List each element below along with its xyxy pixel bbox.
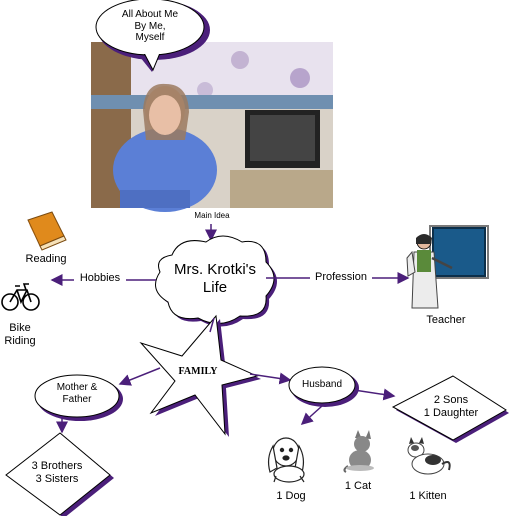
hobbies-connector-label: Hobbies xyxy=(79,272,121,284)
husband-node xyxy=(288,366,359,407)
main-idea-label: Main Idea xyxy=(194,211,230,220)
cat-label: 1 Cat xyxy=(344,480,372,492)
teacher-label: Teacher xyxy=(426,314,466,326)
kitten-icon xyxy=(407,437,451,475)
parents-node xyxy=(34,374,123,421)
kitten-label: 1 Kitten xyxy=(409,490,447,502)
siblings-node xyxy=(5,432,114,516)
bicycle-icon xyxy=(1,283,40,311)
husband-to-pets-arrow xyxy=(300,405,323,426)
profession-connector-label: Profession xyxy=(315,271,367,283)
hobbies-connector-bg xyxy=(74,271,126,287)
husband-label: Husband xyxy=(301,379,343,390)
children-node xyxy=(391,375,509,443)
center-topic-line: Life xyxy=(202,279,228,296)
family-star xyxy=(139,314,261,437)
dog-icon xyxy=(267,437,305,483)
profile-photo xyxy=(91,42,333,212)
bike-riding-line: Bike xyxy=(9,322,31,334)
family-label: FAMILY xyxy=(178,366,218,377)
speech-bubble-text: All About Me By Me, Myself xyxy=(122,9,178,44)
bike-riding-line: Riding xyxy=(4,334,36,347)
siblings-label: 3 Brothers 3 Sisters xyxy=(32,460,83,485)
center-cloud xyxy=(155,235,277,327)
profession-connector-bg xyxy=(310,269,372,285)
center-topic-line: Mrs. Krotki's xyxy=(173,261,257,278)
siblings-line: 3 Brothers xyxy=(31,460,83,472)
speech-bubble-line: All About Me xyxy=(121,9,179,20)
siblings-line: 3 Sisters xyxy=(35,472,79,485)
teacher-icon xyxy=(406,225,489,309)
speech-bubble xyxy=(95,0,210,72)
husband-to-children-arrow xyxy=(353,388,396,401)
children-label: 2 Sons 1 Daughter xyxy=(424,394,478,419)
cat-icon xyxy=(343,430,374,473)
cloud-to-family-line xyxy=(209,317,215,333)
center-topic: Mrs. Krotki's Life xyxy=(174,261,256,297)
parents-label: Mother & Father xyxy=(57,382,98,405)
speech-bubble-line: By Me, xyxy=(134,20,166,32)
dog-label: 1 Dog xyxy=(276,490,306,502)
parents-line: Mother & xyxy=(56,382,98,393)
parents-line: Father xyxy=(62,393,92,405)
children-line: 2 Sons xyxy=(433,394,469,406)
speech-bubble-line: Myself xyxy=(135,32,165,43)
bike-riding-label: Bike Riding xyxy=(4,322,35,347)
children-line: 1 Daughter xyxy=(423,406,479,419)
book-icon xyxy=(27,211,67,251)
family-to-husband-arrow xyxy=(249,372,292,385)
family-to-parents-arrow xyxy=(118,367,161,386)
reading-label: Reading xyxy=(25,253,67,265)
